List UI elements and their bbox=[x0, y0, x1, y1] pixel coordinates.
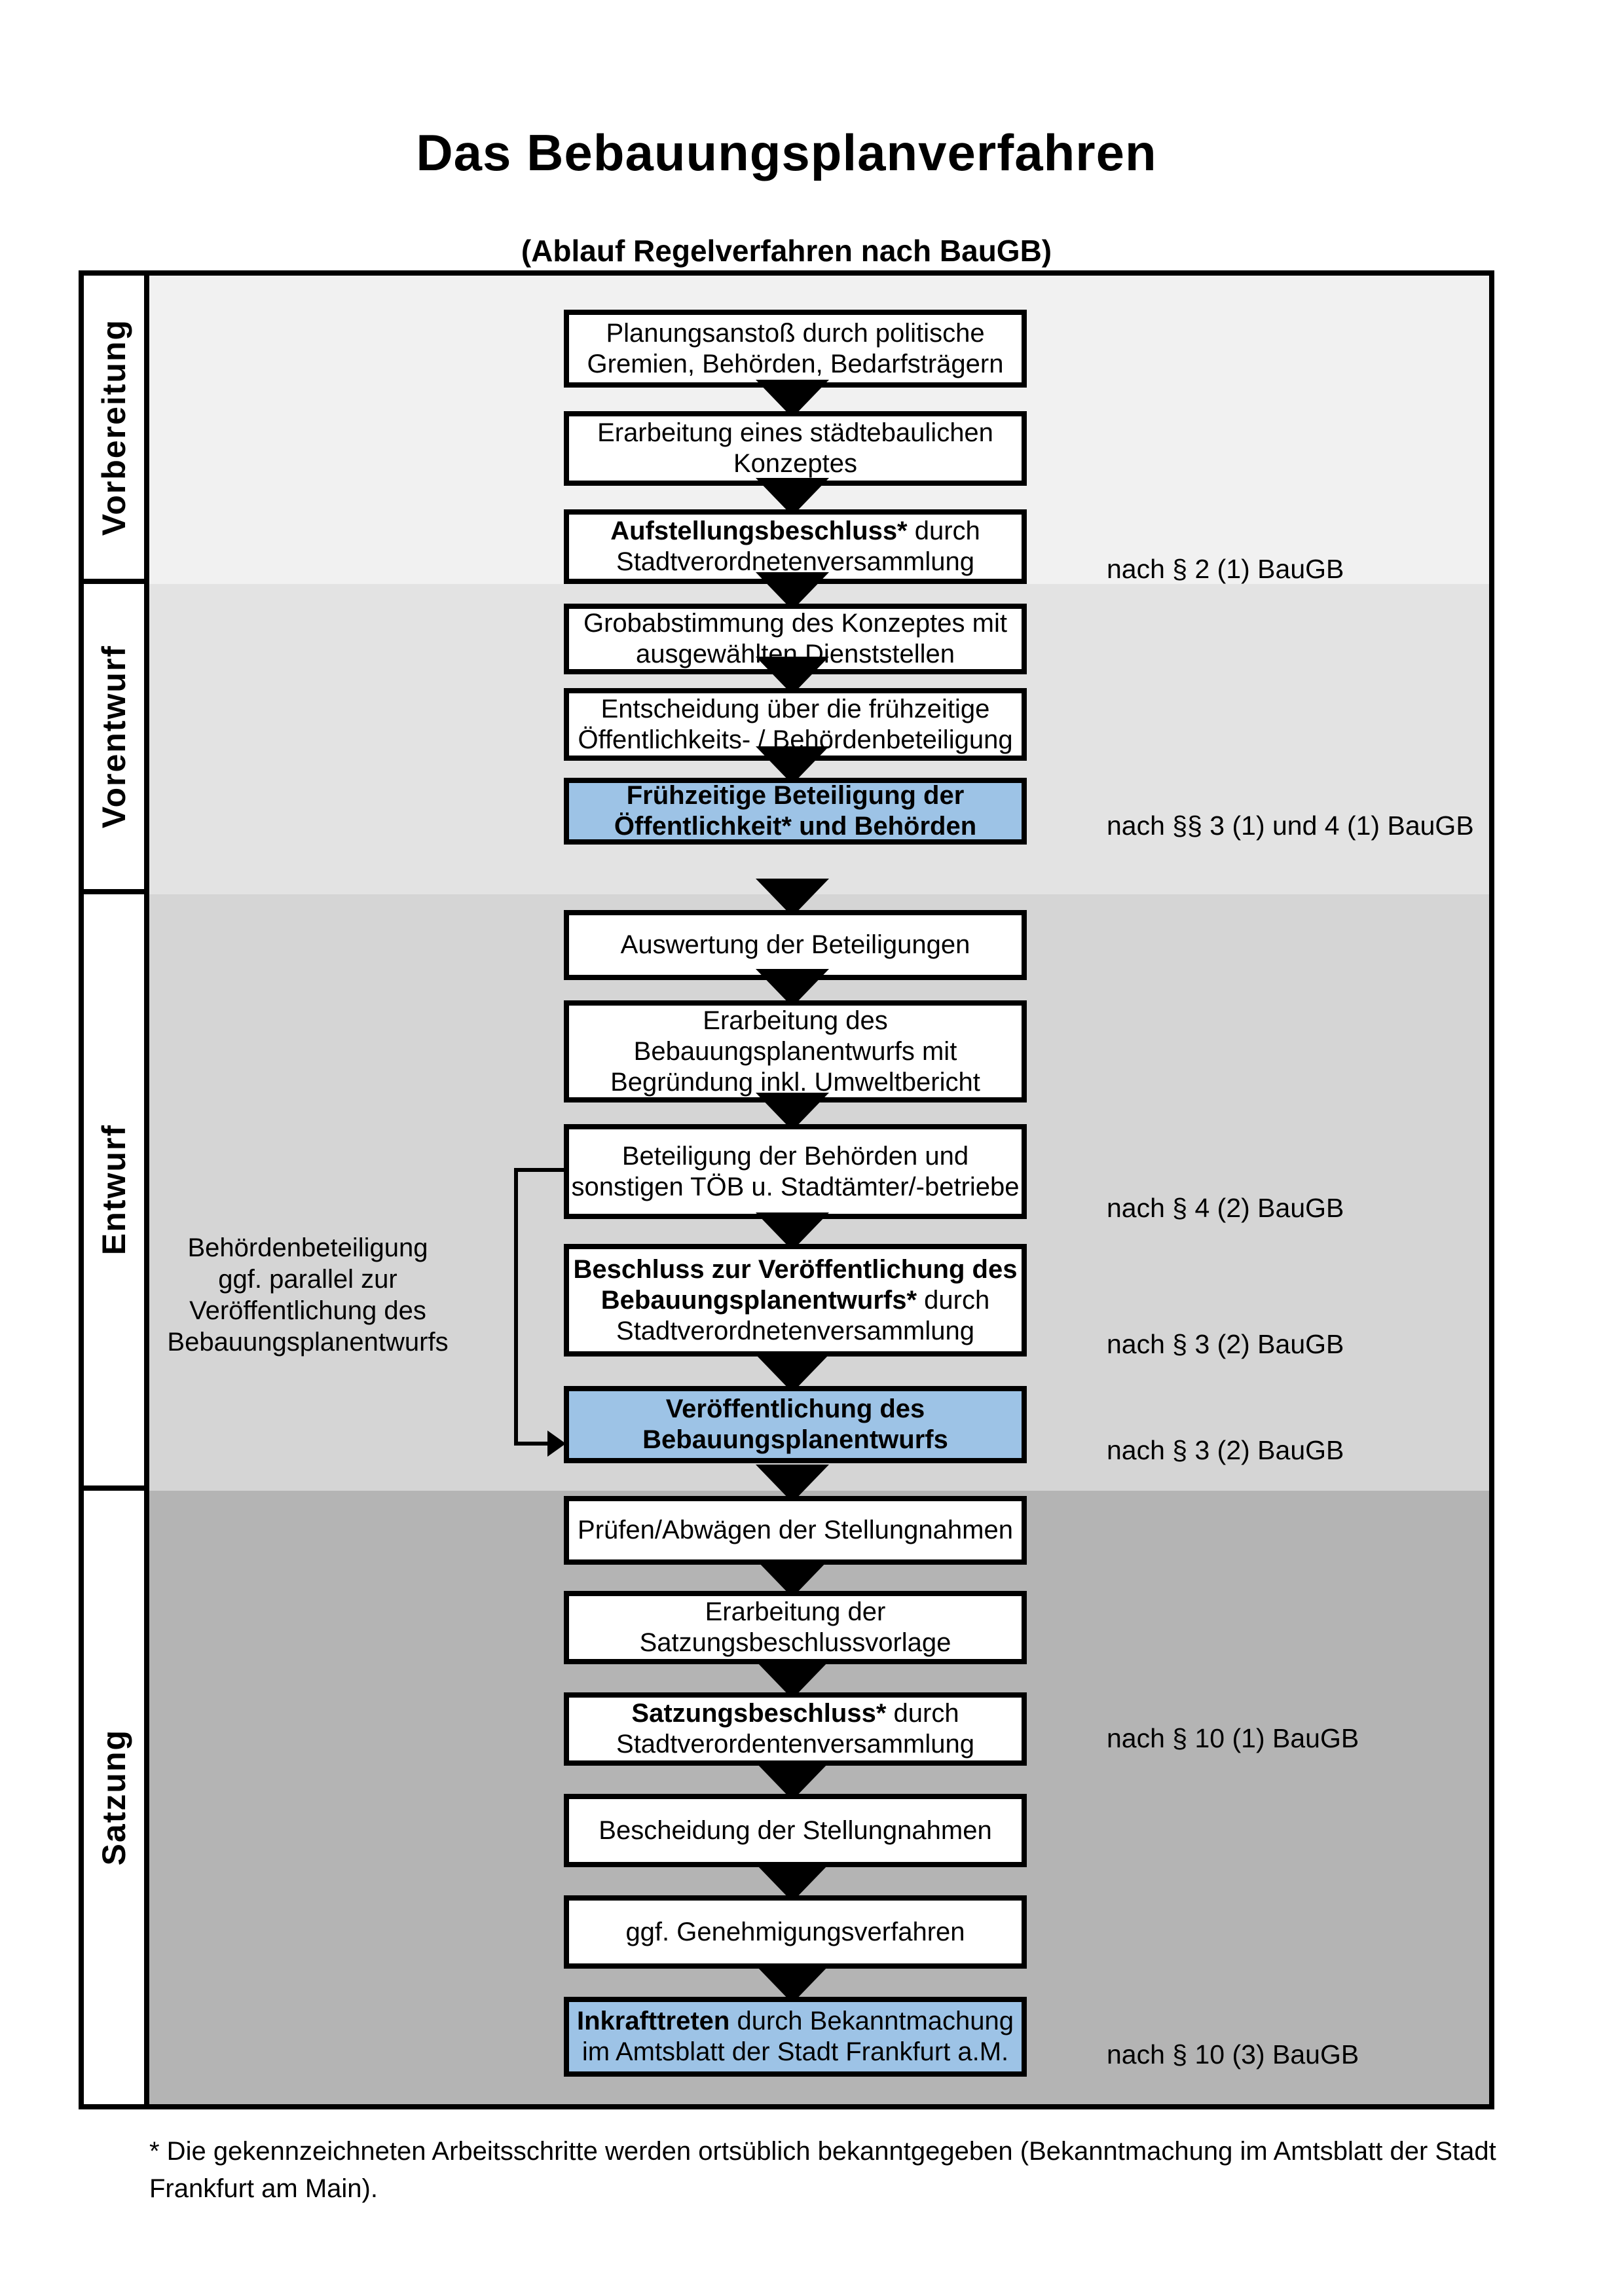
page-subtitle: (Ablauf Regelverfahren nach BauGB) bbox=[521, 234, 1052, 268]
flow-box-genehmigungsverfahren: ggf. Genehmigungsverfahren bbox=[564, 1895, 1027, 1969]
box-line: Erarbeitung des bbox=[703, 1006, 887, 1036]
side-note-line: ggf. parallel zur bbox=[218, 1265, 397, 1294]
box-line: Öffentlichkeit* und Behörden bbox=[614, 811, 976, 842]
box-text: durch bbox=[886, 1699, 959, 1728]
box-line: Gremien, Behörden, Bedarfsträgern bbox=[587, 349, 1004, 380]
law-annotation: nach § 10 (1) BauGB bbox=[1107, 1723, 1359, 1753]
diagram-frame bbox=[79, 270, 1494, 2109]
box-line: Stadtverordnetenversammlung bbox=[616, 1316, 974, 1347]
flow-box-erarbeitung-entwurf: Erarbeitung des Bebauungsplanentwurfs mi… bbox=[564, 1000, 1027, 1102]
box-line: Konzeptes bbox=[733, 448, 857, 479]
side-note-line: Behördenbeteiligung bbox=[187, 1233, 428, 1262]
box-text: Planungsanstoß durch politische bbox=[606, 318, 985, 348]
box-line: Inkrafttreten durch Bekanntmachung bbox=[577, 2006, 1014, 2037]
box-line: Entscheidung über die frühzeitige bbox=[601, 694, 990, 725]
box-line: Bebauungsplanentwurfs mit bbox=[634, 1036, 957, 1067]
box-text: Konzeptes bbox=[733, 449, 858, 478]
law-annotation: nach §§ 3 (1) und 4 (1) BauGB bbox=[1107, 811, 1474, 841]
box-line: Auswertung der Beteiligungen bbox=[621, 930, 970, 960]
box-text: Begründung inkl. Umweltbericht bbox=[610, 1067, 980, 1097]
flow-box-satzungsbeschluss: Satzungsbeschluss* durch Stadtverordente… bbox=[564, 1692, 1027, 1766]
law-annotation: nach § 2 (1) BauGB bbox=[1107, 554, 1344, 584]
box-text-bold: Satzungsbeschluss* bbox=[631, 1699, 887, 1728]
flow-box-beschluss-veroeffentlichung: Beschluss zur Veröffentlichung des Bebau… bbox=[564, 1244, 1027, 1357]
box-text-bold: Veröffentlichung des bbox=[665, 1394, 925, 1423]
box-line: Grobabstimmung des Konzeptes mit bbox=[583, 608, 1007, 639]
side-note-line: Veröffentlichung des bbox=[189, 1296, 426, 1325]
box-text: Stadtverordnetenversammlung bbox=[616, 1316, 974, 1345]
box-text-bold: Bebauungsplanentwurfs bbox=[642, 1425, 948, 1454]
box-text: durch Bekanntmachung bbox=[729, 2007, 1014, 2035]
box-line: Frühzeitige Beteiligung der bbox=[627, 780, 965, 811]
flow-box-erarbeitung-konzept: Erarbeitung eines städtebaulichen Konzep… bbox=[564, 411, 1027, 486]
box-line: Aufstellungsbeschluss* durch bbox=[610, 516, 980, 547]
box-text: Satzungsbeschlussvorlage bbox=[639, 1628, 951, 1657]
box-text-bold: Bebauungsplanentwurfs* bbox=[600, 1285, 917, 1315]
box-text: Bescheidung der Stellungnahmen bbox=[599, 1815, 992, 1845]
box-text: Prüfen/Abwägen der Stellungnahmen bbox=[578, 1516, 1013, 1544]
flow-box-bescheidung: Bescheidung der Stellungnahmen bbox=[564, 1794, 1027, 1867]
bracket-line-bottom bbox=[514, 1442, 551, 1446]
box-line: sonstigen TÖB u. Stadtämter/-betriebe bbox=[571, 1172, 1019, 1203]
box-line: Erarbeitung eines städtebaulichen bbox=[597, 418, 993, 448]
box-line: Beteiligung der Behörden und bbox=[622, 1141, 969, 1172]
side-note: Behördenbeteiligung ggf. parallel zur Ve… bbox=[154, 1232, 462, 1358]
box-line: Bescheidung der Stellungnahmen bbox=[599, 1815, 991, 1846]
law-annotation: nach § 3 (2) BauGB bbox=[1107, 1329, 1344, 1359]
box-line: Bebauungsplanentwurfs* durch bbox=[601, 1285, 989, 1316]
box-line: Veröffentlichung des bbox=[666, 1394, 925, 1425]
box-text: Stadtverordnetenversammlung bbox=[616, 547, 974, 576]
flow-box-fruehzeitige-beteiligung: Frühzeitige Beteiligung der Öffentlichke… bbox=[564, 778, 1027, 845]
box-line: Stadtverordentenversammlung bbox=[616, 1729, 974, 1760]
box-text: Entscheidung über die frühzeitige bbox=[600, 694, 990, 723]
box-line: Satzungsbeschlussvorlage bbox=[640, 1628, 951, 1658]
bracket-line-top bbox=[514, 1168, 564, 1172]
page-title: Das Bebauungsplanverfahren bbox=[416, 124, 1157, 181]
flow-box-grobabstimmung: Grobabstimmung des Konzeptes mit ausgewä… bbox=[564, 604, 1027, 674]
box-line: Bebauungsplanentwurfs bbox=[642, 1425, 948, 1455]
box-text: durch bbox=[917, 1285, 990, 1315]
side-note-line: Bebauungsplanentwurfs bbox=[167, 1328, 449, 1357]
flow-box-planungsanstoss: Planungsanstoß durch politische Gremien,… bbox=[564, 310, 1027, 388]
box-line: Stadtverordnetenversammlung bbox=[616, 547, 974, 577]
bracket-line-vertical bbox=[514, 1168, 518, 1446]
box-line: Satzungsbeschluss* durch bbox=[631, 1698, 959, 1729]
box-text-bold: Aufstellungsbeschluss* bbox=[610, 517, 908, 545]
box-line: Beschluss zur Veröffentlichung des bbox=[574, 1254, 1018, 1285]
law-annotation: nach § 3 (2) BauGB bbox=[1107, 1435, 1344, 1465]
box-text: Beteiligung der Behörden und bbox=[621, 1141, 969, 1171]
box-text: Gremien, Behörden, Bedarfsträgern bbox=[587, 349, 1004, 378]
flow-box-veroeffentlichung: Veröffentlichung des Bebauungsplanentwur… bbox=[564, 1386, 1027, 1463]
box-text: Auswertung der Beteiligungen bbox=[620, 930, 970, 959]
flow-box-pruefen-abwaegen: Prüfen/Abwägen der Stellungnahmen bbox=[564, 1496, 1027, 1565]
box-text: Bebauungsplanentwurfs mit bbox=[633, 1036, 957, 1066]
box-text: Grobabstimmung des Konzeptes mit bbox=[583, 609, 1007, 638]
flow-box-inkrafttreten: Inkrafttreten durch Bekanntmachung im Am… bbox=[564, 1997, 1027, 2077]
box-text: durch bbox=[907, 517, 980, 545]
box-text: sonstigen TÖB u. Stadtämter/-betriebe bbox=[571, 1172, 1020, 1201]
box-line: Planungsanstoß durch politische bbox=[606, 318, 984, 349]
box-text-bold: Frühzeitige Beteiligung der bbox=[626, 781, 965, 810]
box-line: Prüfen/Abwägen der Stellungnahmen bbox=[578, 1515, 1013, 1546]
box-text: im Amtsblatt der Stadt Frankfurt a.M. bbox=[581, 2037, 1009, 2066]
box-line: im Amtsblatt der Stadt Frankfurt a.M. bbox=[582, 2037, 1008, 2068]
box-text: Erarbeitung der bbox=[705, 1597, 886, 1626]
law-annotation: nach § 10 (3) BauGB bbox=[1107, 2039, 1359, 2069]
box-line: Erarbeitung der bbox=[705, 1597, 886, 1628]
box-text: Erarbeitung eines städtebaulichen bbox=[597, 418, 993, 447]
box-text-bold: Beschluss zur Veröffentlichung des bbox=[573, 1254, 1018, 1284]
box-text-bold: Inkrafttreten bbox=[576, 2007, 730, 2035]
box-line: Begründung inkl. Umweltbericht bbox=[610, 1067, 980, 1098]
box-text: ggf. Genehmigungsverfahren bbox=[625, 1917, 965, 1946]
flow-box-aufstellungsbeschluss: Aufstellungsbeschluss* durch Stadtverord… bbox=[564, 509, 1027, 584]
law-annotation: nach § 4 (2) BauGB bbox=[1107, 1193, 1344, 1223]
footnote: * Die gekennzeichneten Arbeitsschritte w… bbox=[149, 2137, 1496, 2203]
box-line: ggf. Genehmigungsverfahren bbox=[625, 1917, 965, 1948]
box-text: Stadtverordentenversammlung bbox=[616, 1730, 974, 1758]
flow-box-beteiligung-behoerden: Beteiligung der Behörden und sonstigen T… bbox=[564, 1124, 1027, 1219]
flow-box-erarbeitung-satzungsvorlage: Erarbeitung der Satzungsbeschlussvorlage bbox=[564, 1591, 1027, 1664]
box-text-bold: Öffentlichkeit* und Behörden bbox=[614, 812, 977, 841]
box-text: Erarbeitung des bbox=[703, 1006, 888, 1035]
bracket-arrow-right-icon bbox=[547, 1430, 566, 1457]
